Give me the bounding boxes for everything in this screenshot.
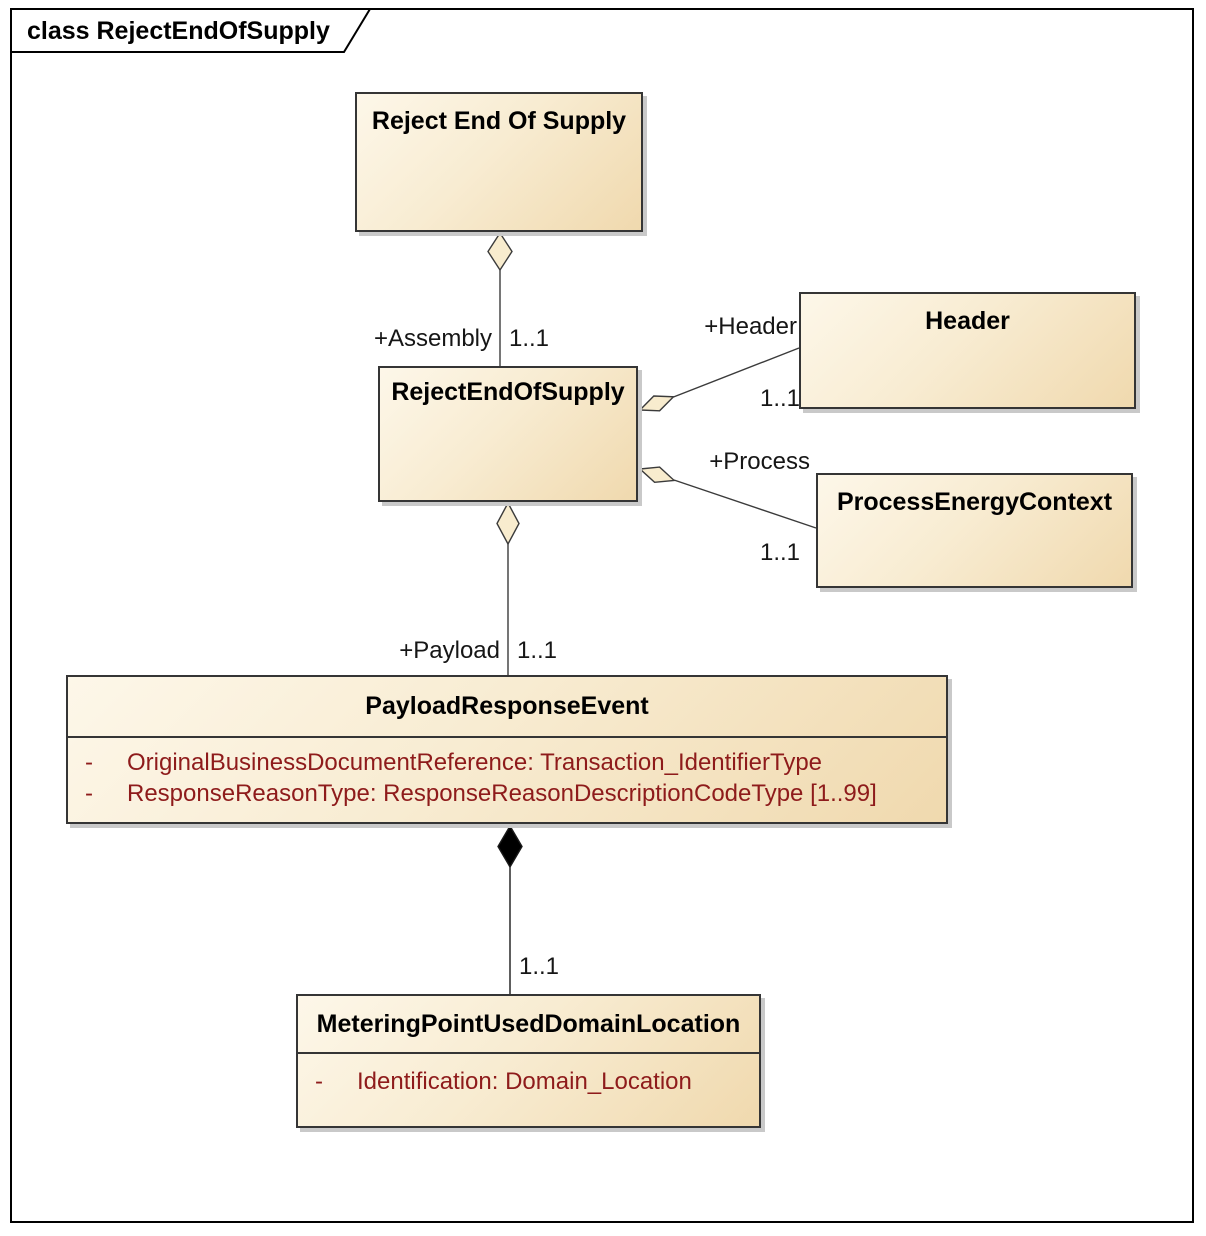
visibility-marker: - — [315, 1068, 323, 1095]
multiplicity-label-process: 1..1 — [759, 539, 800, 566]
class-box-header: Header — [799, 292, 1136, 409]
class-name: RejectEndOfSupply — [391, 378, 625, 406]
attribute-row: - ResponseReasonType: ResponseReasonDesc… — [68, 778, 946, 809]
class-name: ProcessEnergyContext — [836, 488, 1113, 516]
attribute-row: - OriginalBusinessDocumentReference: Tra… — [68, 747, 946, 778]
class-box-metering-point-used-domain-location: MeteringPointUsedDomainLocation - Identi… — [296, 994, 761, 1128]
attribute-row: - Identification: Domain_Location — [298, 1066, 759, 1097]
visibility-marker: - — [85, 780, 93, 807]
multiplicity-label-assembly: 1..1 — [509, 325, 550, 352]
attribute-section: - Identification: Domain_Location — [298, 1052, 759, 1126]
class-name: MeteringPointUsedDomainLocation — [316, 1009, 741, 1038]
attribute-text: ResponseReasonType: ResponseReasonDescri… — [127, 780, 877, 807]
role-label-process: +Process — [709, 448, 810, 475]
class-name: PayloadResponseEvent — [365, 692, 649, 720]
class-name: Reject End Of Supply — [371, 107, 627, 135]
attribute-section: - OriginalBusinessDocumentReference: Tra… — [68, 736, 946, 822]
class-name-section: PayloadResponseEvent — [68, 677, 946, 736]
class-box-reject-end-of-supply-business: Reject End Of Supply — [355, 92, 643, 232]
multiplicity-label-metering-point: 1..1 — [519, 953, 560, 980]
class-name: Header — [925, 307, 1010, 335]
multiplicity-label-header: 1..1 — [759, 385, 800, 412]
class-box-reject-end-of-supply: RejectEndOfSupply — [378, 366, 638, 502]
class-name-section: MeteringPointUsedDomainLocation — [298, 996, 759, 1052]
class-box-process-energy-context: ProcessEnergyContext — [816, 473, 1133, 588]
attribute-text: OriginalBusinessDocumentReference: Trans… — [127, 749, 823, 776]
role-label-assembly: +Assembly — [373, 325, 492, 352]
class-box-payload-response-event: PayloadResponseEvent - OriginalBusinessD… — [66, 675, 948, 824]
attribute-text: Identification: Domain_Location — [357, 1068, 692, 1095]
role-label-header: +Header — [704, 313, 797, 340]
multiplicity-label-payload: 1..1 — [517, 637, 558, 664]
role-label-payload: +Payload — [399, 637, 500, 664]
diagram-title: class RejectEndOfSupply — [27, 17, 330, 45]
visibility-marker: - — [85, 749, 93, 776]
